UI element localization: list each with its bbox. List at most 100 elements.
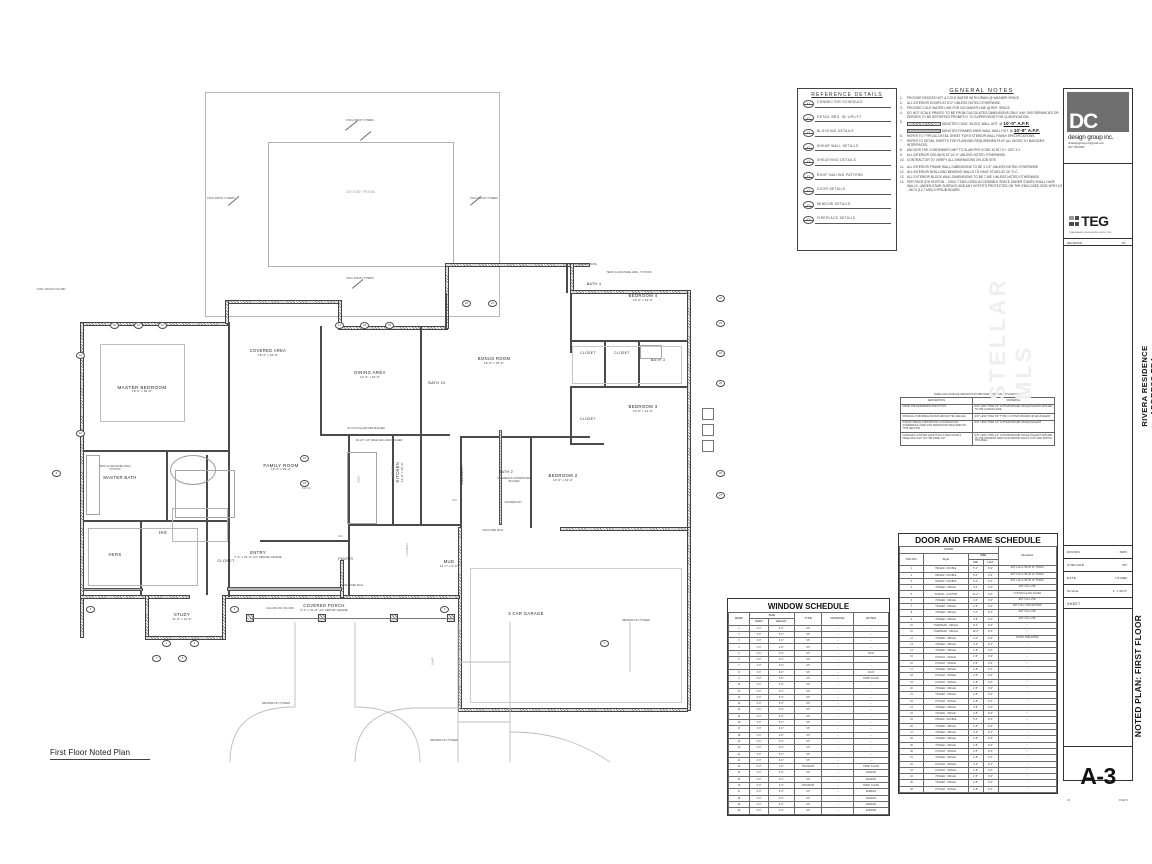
meta-row-scale: SCALE 1" = 40'-0" (1064, 585, 1132, 598)
table-cell: -- (997, 785, 1057, 794)
grid-bubble: 20 (462, 300, 471, 307)
annotation-pool-pad-top: POOL PAD BY OTHERS (346, 119, 374, 122)
interior-wall (228, 322, 230, 597)
sheet-number: A-3 (1080, 763, 1116, 789)
frame-wall-hatch-swatch (907, 128, 941, 133)
annotation-lockers: LOCKERS (405, 543, 409, 556)
fixture-shower (175, 470, 235, 518)
grid-bubble: 25 (716, 380, 725, 387)
general-note: 8. ANCHOR THE CONDENSER UNIT TO SLAB PER… (900, 147, 1021, 152)
room-label-hers: HERS (108, 552, 122, 557)
project-title: RIVERA RESIDENCE ADDRESS TBA (1114, 236, 1152, 536)
room-label-covered-area: COVERED AREA 18'-0" x 16'-0" (249, 348, 287, 357)
firm-email: dcdesigngroupinc@gmail.com (1068, 141, 1105, 145)
general-note: 3. PROVIDE COLD WATER LINE FOR ICE MAKER… (900, 106, 1011, 111)
interior-wall (206, 455, 208, 595)
revision-header: REVISIONS BY (1064, 238, 1132, 245)
meta-row-sheet: SHEET (1064, 598, 1132, 609)
garage-wall (458, 527, 462, 712)
annotation-pool-pad-bottom: POOL PAD BY OTHERS (346, 277, 374, 280)
room-label-dining-area: DINING AREA 12'-0" x 19'-0" (354, 370, 386, 379)
reference-detail-row[interactable]: —S-3 BLOCKING DETAILS (798, 127, 896, 142)
reference-detail-row[interactable]: —S-9 FIREPLACE DETAILS (798, 214, 896, 229)
consultant-logo-icon (1069, 215, 1080, 227)
grid-bubble: 14 (158, 322, 167, 329)
table-cell: 8'-0" (982, 785, 999, 794)
interior-wall (420, 436, 422, 526)
room-label-covered-porch: COVERED PORCH 5'-0" x 31'-0" 24" ABOVE G… (300, 603, 348, 612)
title-block: DC design group inc. dcdesigngroupinc@gm… (1063, 88, 1152, 802)
interior-wall (638, 340, 640, 386)
frame-wall-height-value: 10'-8" A.F.F. (1013, 128, 1040, 133)
interior-wall (460, 436, 462, 528)
exterior-wall (80, 322, 228, 326)
annotation-frameless-shower: FRAMELESS SHOWER PER BUILDER (497, 477, 531, 483)
interior-wall (320, 326, 322, 436)
room-label-master-bedroom: MASTER BEDROOM 18'-0" x 18'-0" (117, 385, 167, 394)
reference-detail-row[interactable]: —S-2 DETAIL BRG. W/ UPLIFT (798, 113, 896, 128)
window-schedule: WINDOW SCHEDULE MARK SIZE TYPE MATERIAL … (727, 598, 890, 816)
reference-details-panel: REFERENCE DETAILS —S-1 CONNECTOR SCHEDUL… (797, 88, 897, 251)
garage-wall (687, 527, 691, 711)
detail-ref-bubble-icon: —S-9 (803, 215, 814, 224)
consultant-subtitle: TRADEMARK ENGINEERING GROUP INC. (1069, 232, 1113, 234)
sheet-footer: OF SHEETS (1064, 800, 1132, 806)
room-label-master-bath: MASTER BATH (103, 475, 137, 480)
grid-bubble: 9 (52, 470, 61, 477)
annotation-driveway-3: DRIVEWAY BY OTHERS (429, 739, 459, 742)
plan-title-underline (50, 759, 150, 761)
room-label-bedroom-4: BEDROOM 4 13'-0" x 14'-0" (628, 293, 658, 302)
interior-wall (570, 293, 572, 353)
door-col-remarks: Remarks (997, 546, 1057, 567)
room-label-laundry: LAUNDRY (459, 463, 464, 485)
project-name: RIVERA RESIDENCE (1139, 345, 1149, 427)
annotation-driveway-2: DRIVEWAY BY OTHERS (621, 619, 651, 622)
room-label-kitchen: KITCHEN 16'-0" x 18'-0" (394, 461, 404, 483)
grid-bubble: 8 (178, 655, 187, 662)
grid-bubble: 21 (488, 300, 497, 307)
window-schedule-table: MARK SIZE TYPE MATERIAL NOTES Width HEIG… (728, 611, 889, 815)
interior-wall (348, 436, 350, 526)
reference-detail-row[interactable]: —S-1 CONNECTOR SCHEDULE (798, 98, 896, 113)
firm-name: design group inc. (1068, 134, 1114, 141)
grid-bubble: 16 (300, 480, 309, 487)
firm-phone: 407.738.6906 (1068, 145, 1085, 149)
door-schedule-table: DOOR Remarks TAG NO. Style SIZE WD HGT 1… (899, 546, 1057, 794)
driveway-outline (229, 622, 631, 763)
floor-plan-drawing: 20'X30' POOL POOL PAD BY OTHERS POOL PAD… (37, 92, 725, 763)
grid-bubble: 1 (162, 640, 171, 647)
room-label-family-room: FAMILY ROOM 19'-0" x 19'-4" (263, 463, 299, 472)
room-label-entry: ENTRY 7'-4" x 21'-0" 24" ABOVE GRADE (234, 550, 282, 559)
consultant-mark: TEG (1081, 213, 1109, 229)
interior-wall (530, 436, 532, 528)
grid-bubble: 7 (152, 655, 161, 662)
exterior-wall (80, 595, 190, 599)
firm-logo-mark: DC (1069, 110, 1098, 133)
framed-knee-wall (227, 587, 342, 591)
reference-detail-row[interactable]: —S-7 DOOR DETAILS (798, 185, 896, 200)
table-row: GARAGES LOCATED LESS THAN 3 FEET FROM A … (900, 432, 1056, 446)
detail-ref-bubble-icon: —S-8 (803, 201, 814, 209)
reference-detail-label: ROOF NAILING PATTERN (817, 172, 864, 177)
room-label-study: STUDY 11'-0" x 11'-6" (172, 612, 192, 621)
reference-detail-row[interactable]: —S-6 ROOF NAILING PATTERN (798, 171, 896, 186)
annotation-temp-glass-master: TEMP. GLASS PANEL ENCL. TO HOOK (98, 465, 132, 471)
interior-wall (260, 540, 350, 542)
table-cell: EGRESS (853, 807, 889, 815)
grid-bubble: 11 (76, 352, 85, 359)
reference-detail-row[interactable]: —S-5 SHEATHING DETAILS (798, 156, 896, 171)
reference-details-header: REFERENCE DETAILS (811, 92, 883, 98)
screen-enclosure (205, 92, 500, 317)
grid-bubble: 2 (190, 640, 199, 647)
annotation-refrigerator: REF (338, 535, 344, 538)
reference-detail-row[interactable]: —S-8 WINDOW DETAILS (798, 200, 896, 215)
reference-detail-row[interactable]: —S-4 SHEAR WALL DETAILS (798, 142, 896, 157)
consultant-block: TEG TRADEMARK ENGINEERING GROUP INC. REV… (1064, 164, 1132, 246)
firm-logo-backdrop (1067, 92, 1129, 132)
room-label-closet-entry: CLOSET (217, 559, 235, 563)
general-note: 13. ALL EXTERIOR BLOCK WALL DIMENSIONS T… (900, 174, 1040, 179)
